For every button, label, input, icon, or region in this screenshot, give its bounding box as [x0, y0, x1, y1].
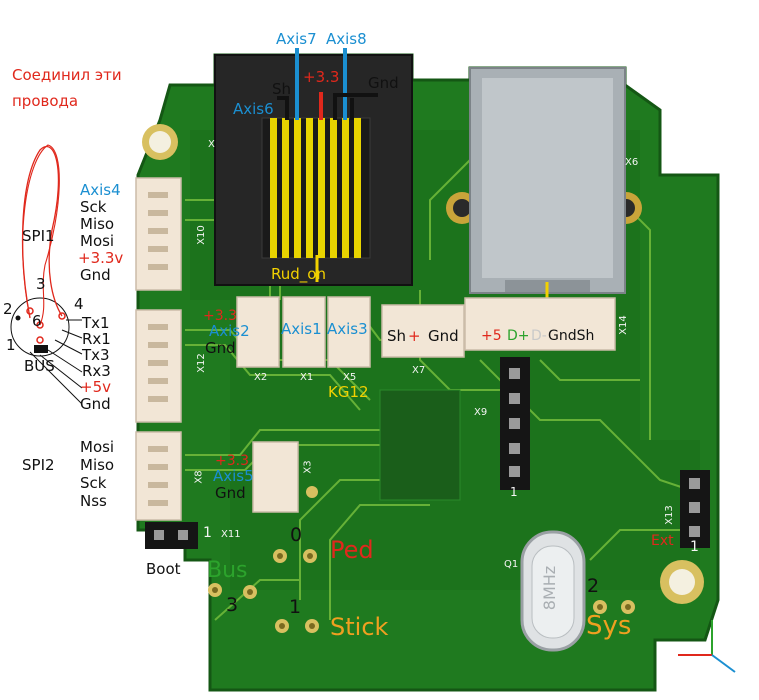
- label-ref-x10: X10: [195, 225, 207, 245]
- label-axis3: Axis3: [327, 320, 368, 338]
- label-x7-plus: +: [408, 327, 421, 345]
- label-bus: BUS: [24, 357, 55, 375]
- label-axis5-gnd: Gnd: [215, 484, 246, 502]
- label-crystal: 8MHz: [540, 565, 560, 611]
- label-bus-pin3: 3: [36, 275, 46, 293]
- label-bus-pin2: 2: [3, 300, 13, 318]
- label-spi1-plus33v: +3.3v: [78, 249, 124, 267]
- label-pin1: 1: [289, 596, 302, 618]
- label-bus-tx1: Tx1: [82, 314, 110, 332]
- label-spi1-gnd: Gnd: [80, 266, 111, 284]
- label-axis2: Axis2: [209, 322, 250, 340]
- label-ref-x1: X1: [300, 372, 314, 383]
- label-axis8: Axis8: [326, 30, 367, 48]
- mcu-chip: [379, 389, 461, 501]
- label-x11-pin1: 1: [203, 525, 212, 541]
- label-stick: Stick: [330, 613, 389, 641]
- label-ref-x2: X2: [254, 372, 268, 383]
- label-ped: Ped: [330, 536, 374, 564]
- rj-pins: [270, 118, 361, 258]
- label-pin2: 2: [587, 575, 600, 597]
- label-axis7: Axis7: [276, 30, 317, 48]
- jst-connectors: [135, 177, 616, 521]
- label-ref-x6: X6: [625, 157, 639, 168]
- bottom-pads: [208, 486, 635, 633]
- pin-headers: [145, 357, 710, 549]
- label-spi1-miso: Miso: [80, 215, 115, 233]
- axis-gizmo: [678, 620, 736, 673]
- annotation-line2: провода: [12, 92, 79, 110]
- label-x7-gnd: Gnd: [428, 327, 459, 345]
- label-ref-x9: X9: [474, 407, 488, 418]
- label-pin3: 3: [226, 594, 239, 616]
- label-ref-x8: X8: [193, 470, 205, 484]
- label-spi1: SPI1: [22, 227, 55, 245]
- label-rj-gnd: Gnd: [368, 74, 399, 92]
- label-spi2-miso: Miso: [80, 456, 115, 474]
- label-axis5-plus33: +3.3: [215, 453, 249, 469]
- label-spi1-mosi: Mosi: [80, 232, 115, 250]
- label-axis6: Axis6: [233, 100, 274, 118]
- label-ext: Ext: [651, 533, 674, 549]
- label-bus-plus5v: +5v: [80, 378, 111, 396]
- bus-connector-drawing: [10, 144, 83, 405]
- label-ref-x7: X7: [412, 365, 426, 376]
- label-bus-pin6: 6: [32, 312, 42, 330]
- label-x13-pin1: 1: [690, 539, 699, 555]
- rj-wires: [277, 48, 378, 120]
- label-mid-gnd: Gnd: [205, 339, 236, 357]
- label-spi2: SPI2: [22, 456, 55, 474]
- label-bus-bottom: Bus: [207, 558, 248, 583]
- label-ref-x12: X12: [195, 353, 207, 373]
- label-bus-gnd: Gnd: [80, 395, 111, 413]
- label-x14-plus5: +5: [481, 328, 502, 344]
- label-ref-x14: X14: [617, 315, 629, 335]
- label-x9-pin1: 1: [510, 485, 518, 499]
- label-spi2-sck: Sck: [80, 474, 107, 492]
- label-spi2-mosi: Mosi: [80, 438, 115, 456]
- label-mid-plus33: +3.3: [203, 308, 237, 324]
- label-x14-gndsh: GndSh: [548, 328, 595, 344]
- label-bus-pin4: 4: [74, 295, 84, 313]
- label-pin0: 0: [290, 524, 303, 546]
- label-ref-x5: X5: [343, 372, 357, 383]
- label-sys: Sys: [586, 611, 632, 641]
- label-bus-pin1: 1: [6, 336, 16, 354]
- label-axis5: Axis5: [213, 467, 254, 485]
- label-rj-sh: Sh: [272, 80, 292, 98]
- label-x14-dminus: D-: [531, 328, 547, 344]
- label-rj-plus33: +3.3: [303, 68, 340, 86]
- label-bus-rx1: Rx1: [82, 330, 111, 348]
- label-bus-tx3: Tx3: [82, 346, 110, 364]
- label-spi2-nss: Nss: [80, 492, 107, 510]
- label-x14-dplus: D+: [507, 328, 530, 344]
- label-ref-x3: X3: [302, 460, 314, 474]
- label-spi1-sck: Sck: [80, 198, 107, 216]
- label-ref-x11: X11: [221, 529, 241, 540]
- label-ref-q1: Q1: [504, 559, 519, 570]
- label-boot: Boot: [146, 560, 181, 578]
- label-bus-rx3: Rx3: [82, 362, 111, 380]
- label-ref-x13: X13: [663, 505, 675, 525]
- label-ref-x: X: [208, 139, 215, 150]
- label-rud-on: Rud_on: [271, 265, 326, 283]
- label-kg12: KG12: [328, 383, 369, 401]
- label-axis1: Axis1: [281, 320, 322, 338]
- label-axis4: Axis4: [80, 181, 121, 199]
- label-x7-sh: Sh: [387, 327, 407, 345]
- annotation-line1: Соединил эти: [12, 66, 122, 84]
